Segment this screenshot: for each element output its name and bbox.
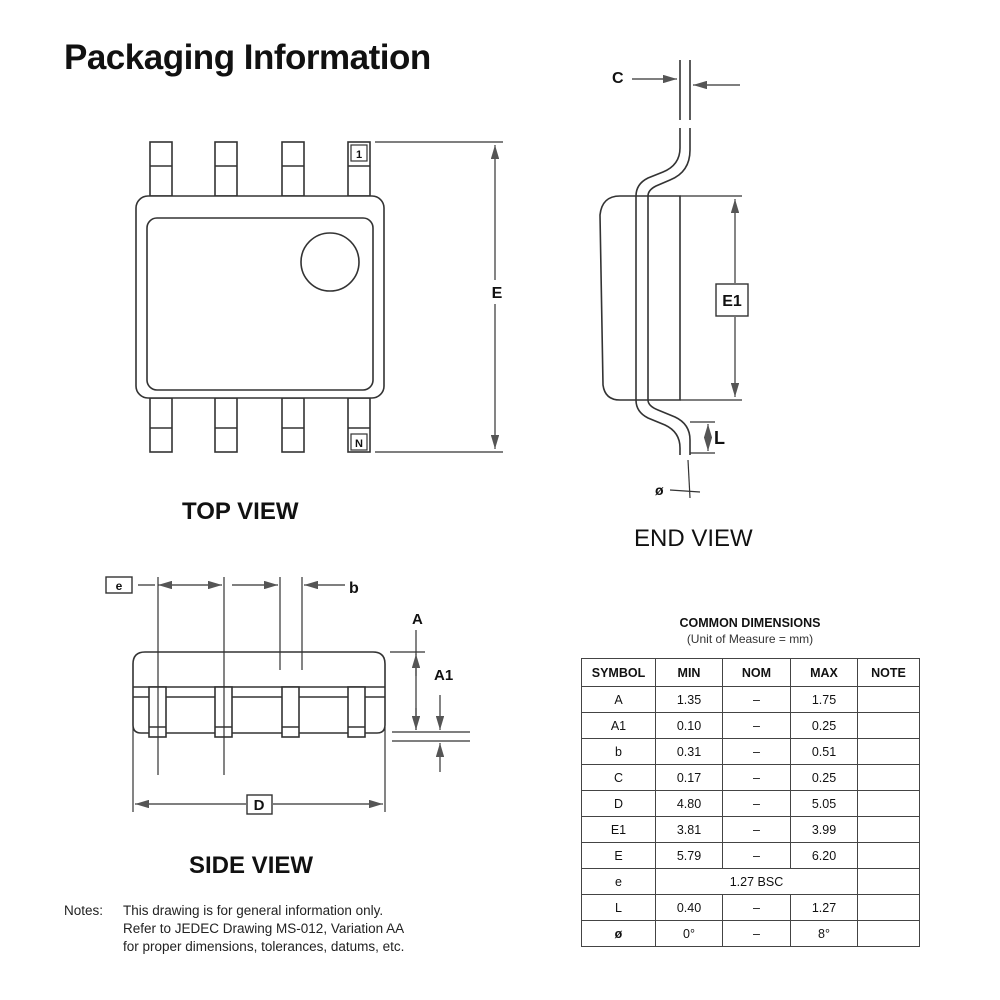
cell-max: 5.05: [790, 790, 858, 817]
cell-min: 1.35: [655, 686, 723, 713]
cell-max: 1.27: [790, 894, 858, 921]
dim-C-label: C: [612, 70, 624, 87]
cell-symbol: ø: [581, 920, 656, 947]
cell-note: [857, 842, 920, 869]
cell-nom: –: [722, 842, 791, 869]
dim-phi-label: ø: [655, 482, 664, 498]
cell-max: 0.51: [790, 738, 858, 765]
cell-max: 8°: [790, 920, 858, 947]
cell-nom: –: [722, 686, 791, 713]
cell-min: 0°: [655, 920, 723, 947]
cell-note: [857, 816, 920, 843]
cell-symbol: b: [581, 738, 656, 765]
cell-symbol: e: [581, 868, 656, 895]
dim-A1-label: A1: [434, 667, 453, 684]
header-max: MAX: [790, 658, 858, 687]
cell-min: 3.81: [655, 816, 723, 843]
cell-nom: –: [722, 738, 791, 765]
cell-nom: –: [722, 816, 791, 843]
cell-min: 0.31: [655, 738, 723, 765]
cell-max: 3.99: [790, 816, 858, 843]
header-nom: NOM: [722, 658, 791, 687]
cell-nom: –: [722, 764, 791, 791]
header-symbol: SYMBOL: [581, 658, 656, 687]
cell-note: [857, 790, 920, 817]
cell-symbol: A1: [581, 712, 656, 739]
note-line: for proper dimensions, tolerances, datum…: [123, 939, 405, 954]
page-title: Packaging Information: [64, 38, 431, 77]
top-view-drawing: [135, 141, 503, 453]
pin-1-label: 1: [356, 149, 362, 161]
cell-min: 0.10: [655, 712, 723, 739]
cell-note: [857, 894, 920, 921]
cell-nom: –: [722, 712, 791, 739]
package-body: [135, 195, 385, 399]
top-view-label: TOP VIEW: [182, 498, 299, 525]
notes-label: Notes:: [64, 903, 104, 918]
top-pins: [149, 141, 371, 197]
header-note: NOTE: [857, 658, 920, 687]
cell-note: [857, 764, 920, 791]
dimensions-title: COMMON DIMENSIONS: [679, 616, 821, 630]
dim-D-label: D: [254, 797, 265, 814]
cell-min: 0.17: [655, 764, 723, 791]
cell-symbol: A: [581, 686, 656, 713]
cell-symbol: E: [581, 842, 656, 869]
cell-symbol: C: [581, 764, 656, 791]
notes: Notes: This drawing is for general infor…: [64, 902, 404, 956]
cell-min: 0.40: [655, 894, 723, 921]
note-line: Refer to JEDEC Drawing MS-012, Variation…: [123, 921, 405, 936]
cell-note: [857, 686, 920, 713]
cell-note: [857, 712, 920, 739]
dim-b-label: b: [349, 580, 359, 597]
cell-max: 6.20: [790, 842, 858, 869]
end-view-label: END VIEW: [634, 525, 753, 552]
end-view-drawing: [599, 60, 749, 499]
dim-E1-label: E1: [722, 293, 742, 310]
cell-min: 4.80: [655, 790, 723, 817]
pin1-marker-dot: [300, 232, 360, 292]
cell-max: 1.75: [790, 686, 858, 713]
dim-L-label: L: [714, 428, 725, 448]
package-top-face: [146, 217, 374, 391]
side-view-label: SIDE VIEW: [189, 852, 314, 879]
dim-E-label: E: [492, 285, 503, 302]
cell-symbol: L: [581, 894, 656, 921]
cell-symbol: D: [581, 790, 656, 817]
cell-nom: –: [722, 894, 791, 921]
dim-e-label: e: [116, 579, 123, 593]
cell-nom: –: [722, 790, 791, 817]
header-min: MIN: [655, 658, 723, 687]
cell-span: 1.27 BSC: [655, 868, 858, 895]
cell-nom: –: [722, 920, 791, 947]
note-line: This drawing is for general information …: [123, 903, 384, 918]
cell-min: 5.79: [655, 842, 723, 869]
cell-note: [857, 868, 920, 895]
bottom-pins: [149, 397, 371, 453]
side-view-drawing: [105, 576, 470, 815]
cell-symbol: E1: [581, 816, 656, 843]
cell-max: 0.25: [790, 712, 858, 739]
cell-max: 0.25: [790, 764, 858, 791]
table-header-row: SYMBOL MIN NOM MAX NOTE: [581, 658, 920, 687]
pin-n-label: N: [355, 438, 363, 450]
dim-A-label: A: [412, 611, 423, 628]
cell-note: [857, 920, 920, 947]
dimensions-unit: (Unit of Measure = mm): [686, 632, 814, 646]
cell-note: [857, 738, 920, 765]
